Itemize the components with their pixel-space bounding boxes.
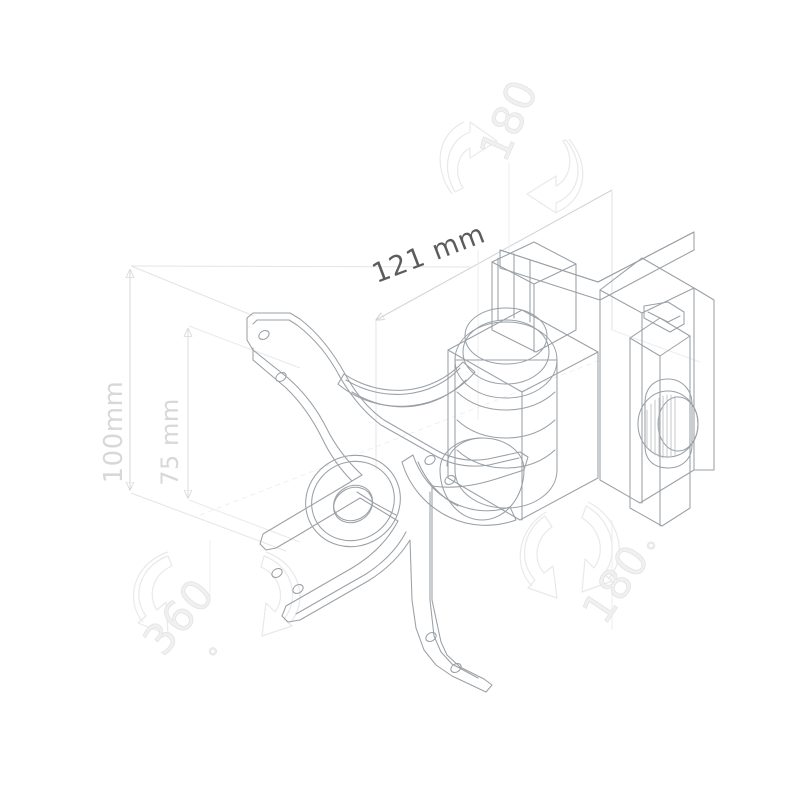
swivel-arrow-top-right — [526, 138, 584, 214]
tilt-arrow-right — [581, 501, 620, 593]
vesa-screw-holes — [258, 330, 462, 673]
swivel-arrow-top-left — [439, 121, 498, 195]
rotation-label-tilt-180: 180 ° — [572, 535, 672, 632]
ball-joint — [439, 241, 599, 521]
adjust-knob — [637, 378, 699, 469]
dimension-label-121mm: 121 mm — [368, 218, 490, 289]
degree-symbol-360: ° — [203, 641, 233, 669]
dimension-label-75mm: 75 mm — [156, 398, 184, 485]
tilt-arrow-left — [519, 511, 558, 599]
vesa-center-boss — [305, 454, 401, 548]
dimension-label-100mm: 100mm — [99, 381, 129, 484]
vesa-plate — [246, 312, 529, 693]
wall-plate — [499, 231, 715, 527]
rotation-label-rotate-360: 360 ° — [133, 569, 233, 669]
rotate-arrow-right — [260, 551, 301, 637]
dimension-lines — [130, 265, 601, 552]
monitor-wall-mount-illustration — [246, 231, 715, 693]
rotation-label-swivel-top: 180 — [469, 72, 548, 168]
rotation-arrows — [132, 121, 620, 637]
rotate-arrow-left — [132, 551, 173, 636]
swivel-arm — [337, 361, 517, 526]
